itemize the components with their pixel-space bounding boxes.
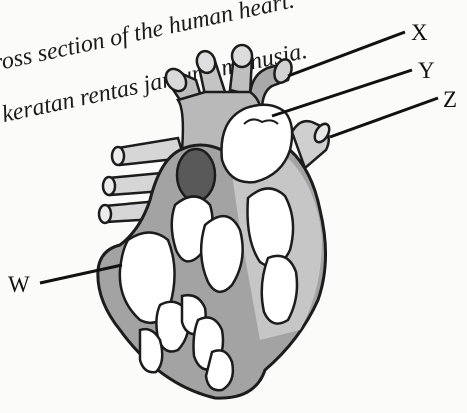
leader-line-z: [330, 98, 438, 137]
dark-vessel-opening: [177, 149, 215, 201]
leader-line-y: [272, 70, 412, 116]
label-w: W: [8, 272, 30, 297]
label-y: Y: [418, 58, 435, 83]
label-z: Z: [443, 87, 457, 112]
label-x: X: [411, 20, 428, 45]
